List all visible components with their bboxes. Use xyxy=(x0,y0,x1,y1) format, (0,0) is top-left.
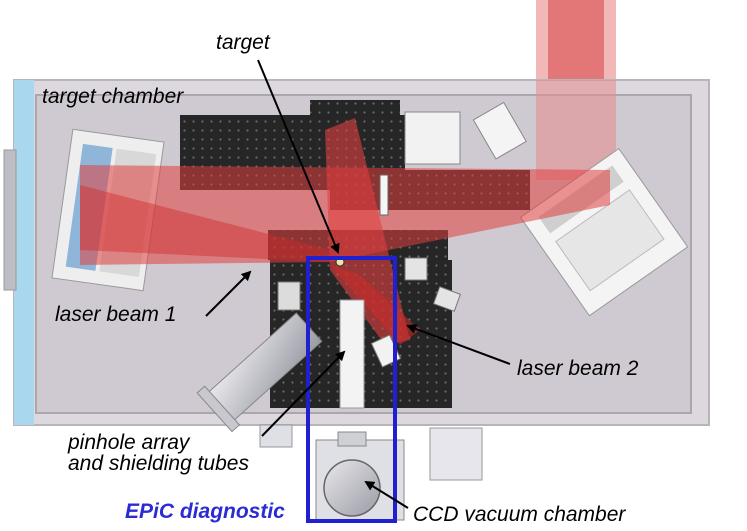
label-target: target xyxy=(216,31,270,54)
breadboard-upper-right xyxy=(310,100,400,120)
diagonal-cylinder xyxy=(196,312,323,433)
ccd-chamber-arrow xyxy=(364,480,409,509)
ccd-chamber-neck xyxy=(337,431,367,447)
label-target-chamber: target chamber xyxy=(42,85,184,108)
label-ccd-vacuum-chamber: CCD vacuum chamber xyxy=(413,503,626,526)
label-epic-diagnostic: EPiC diagnostic xyxy=(125,500,285,523)
mount-right-1 xyxy=(404,257,428,281)
laser-beam-2 xyxy=(325,118,410,345)
label-laser-beam-1: laser beam 1 xyxy=(55,303,177,326)
label-pinhole-array-line1: pinhole array xyxy=(68,431,190,454)
mount-right-2 xyxy=(432,286,462,312)
laser-beam-1-arrow xyxy=(205,270,252,317)
laser-beam-2-arrow xyxy=(406,324,511,365)
top-component xyxy=(404,111,461,165)
pinhole-array-arrow xyxy=(261,350,346,437)
ccd-chamber-flange xyxy=(323,459,381,517)
target-arrow xyxy=(257,59,340,254)
top-component-tilted xyxy=(472,101,527,160)
chamber-foot-right xyxy=(429,427,483,481)
laser-beam-1-core xyxy=(80,185,330,262)
pinhole-tube xyxy=(339,299,365,409)
chamber-side-port xyxy=(3,149,17,291)
mount-left xyxy=(277,281,301,311)
chamber-window-strip xyxy=(14,80,34,425)
label-pinhole-array-line2: and shielding tubes xyxy=(68,452,249,475)
laser-beam-2-focus xyxy=(330,265,420,345)
target-holder xyxy=(379,174,389,216)
chamber-foot-left xyxy=(259,424,293,448)
label-laser-beam-2: laser beam 2 xyxy=(517,357,639,380)
